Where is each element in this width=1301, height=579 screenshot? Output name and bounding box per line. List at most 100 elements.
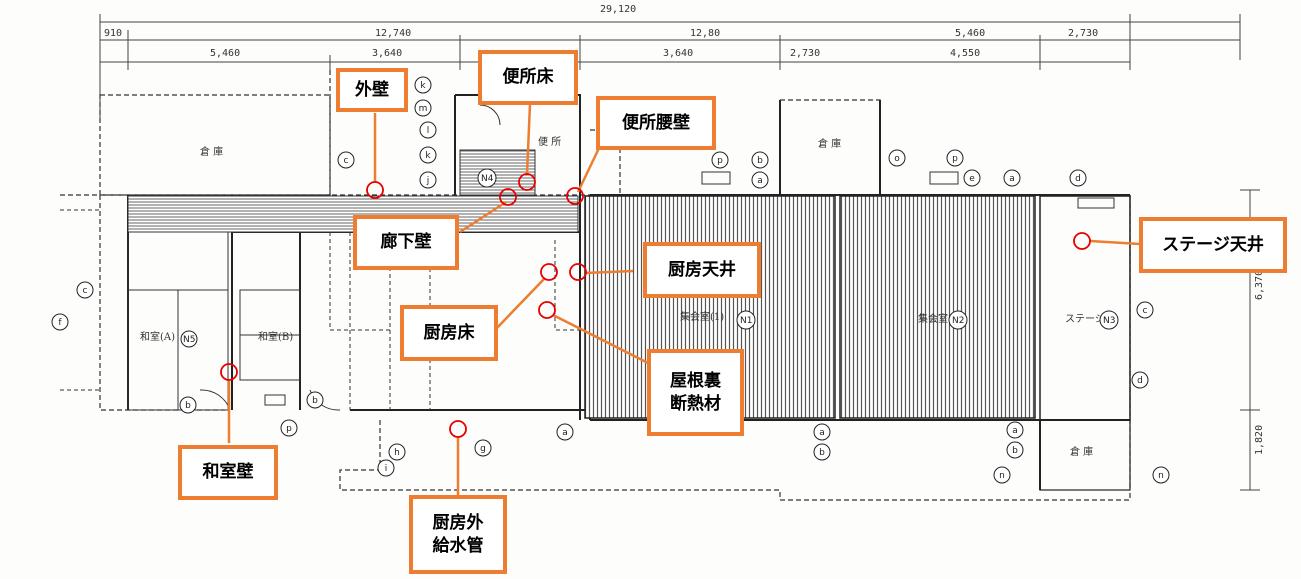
target-circles (220, 173, 1091, 438)
hall-hatch-2 (839, 195, 1036, 419)
zone-n4: N4 (481, 174, 494, 184)
dim-second-3: 3,640 (663, 48, 693, 59)
dim-right-2: 1,820 (1254, 425, 1265, 455)
leader-lines (227, 103, 1141, 496)
callout-chubo-tenjo-text: 厨房天井 (668, 259, 736, 280)
dim-right-1: 6,370 (1254, 270, 1265, 300)
room-labels: 倉 庫 便 所 倉 庫 集会室(1) 集会室(2) ステージ 和室(A) 和室(… (140, 135, 1105, 458)
svg-text:l: l (427, 126, 430, 136)
circle-yaneura (538, 301, 556, 319)
toilet-floor-hatch (459, 149, 536, 196)
svg-text:a: a (757, 176, 763, 186)
svg-text:b: b (757, 156, 763, 166)
zone-n3: N3 (1103, 316, 1115, 326)
zone-n2: N2 (952, 316, 964, 326)
callout-yaneura-line1: 屋根裏 (670, 370, 721, 391)
callout-gaiheki: 外壁 (336, 68, 408, 112)
svg-text:h: h (394, 448, 400, 458)
letter-markers (51, 76, 1170, 484)
svg-text:b: b (1012, 446, 1018, 456)
callout-chubo-tenjo: 厨房天井 (643, 242, 761, 298)
svg-text:b: b (185, 401, 191, 411)
svg-text:e: e (969, 174, 975, 184)
storage-bottom-right (1039, 419, 1131, 491)
svg-text:c: c (344, 156, 349, 166)
zone-markers (180, 168, 1119, 348)
svg-text:f: f (58, 318, 62, 328)
callout-benjo-yuka: 便所床 (478, 50, 578, 105)
callout-rouka-kabe-text: 廊下壁 (380, 232, 432, 253)
dim-top-left: 910 (104, 28, 122, 39)
dimension-lines (99, 14, 1260, 491)
svg-text:a: a (1009, 174, 1015, 184)
callout-benjo-yuka-text: 便所床 (502, 67, 554, 88)
circle-gaiheki (366, 181, 384, 199)
dim-second-4: 2,730 (790, 48, 820, 59)
room-stage-n3: ステージ (1065, 314, 1105, 325)
callout-rouka-kabe: 廊下壁 (353, 215, 459, 270)
callout-chubo-yuka: 厨房床 (400, 305, 498, 361)
svg-text:a: a (562, 428, 568, 438)
circle-chubo-tenjo (569, 263, 587, 281)
dim-second-5: 4,550 (950, 48, 980, 59)
svg-text:n: n (999, 471, 1005, 481)
callout-washitsu-kabe-text: 和室壁 (202, 462, 254, 483)
washitsu-tatami (127, 231, 301, 411)
circle-chubo-gai (449, 420, 467, 438)
callout-gaiheki-text: 外壁 (355, 79, 389, 100)
svg-text:p: p (717, 156, 723, 166)
svg-text:k: k (425, 151, 431, 161)
svg-text:k: k (420, 81, 426, 91)
svg-text:c: c (1143, 306, 1148, 316)
callout-chubo-yuka-text: 厨房床 (423, 322, 475, 343)
room-hall-n1: 集会室(1) (680, 310, 724, 323)
circle-rouka-kabe (499, 188, 517, 206)
callout-washitsu-kabe: 和室壁 (178, 445, 278, 500)
callout-yaneura: 屋根裏 断熱材 (647, 349, 744, 436)
callout-chubo-gai-line1: 厨房外 (432, 512, 484, 533)
circle-stage-tenjo (1073, 232, 1091, 250)
svg-text:p: p (952, 154, 958, 164)
room-storage-left: 倉 庫 (200, 145, 223, 158)
letter-marker-text: c k m l k j p b a o p e a d c d c f b b … (58, 81, 1163, 481)
callout-chubo-gai-line2: 給水管 (432, 535, 484, 556)
svg-text:m: m (419, 104, 428, 114)
callout-stage-tenjo: ステージ天井 (1139, 217, 1287, 273)
zone-n1: N1 (740, 316, 752, 326)
circle-chubo-yuka (540, 263, 558, 281)
room-storage-bottom-right: 倉 庫 (1070, 445, 1093, 458)
dim-total: 29,120 (600, 4, 636, 15)
dim-second-2: 3,640 (372, 48, 402, 59)
svg-text:d: d (1075, 174, 1081, 184)
callout-benjo-koshikabe: 便所腰壁 (596, 96, 716, 150)
dim-top-1: 12,740 (375, 28, 411, 39)
svg-text:c: c (83, 286, 88, 296)
svg-text:d: d (1137, 376, 1143, 386)
svg-text:g: g (480, 444, 486, 454)
circle-benjo-koshikabe (566, 187, 584, 205)
room-storage-top: 倉 庫 (818, 137, 841, 150)
callout-chubo-gai: 厨房外 給水管 (409, 495, 507, 574)
callout-stage-tenjo-text: ステージ天井 (1162, 234, 1264, 255)
svg-text:j: j (426, 176, 430, 186)
dim-top-4: 2,730 (1068, 28, 1098, 39)
callout-yaneura-line2: 断熱材 (670, 393, 721, 414)
svg-text:a: a (1012, 426, 1018, 436)
circle-benjo-yuka (518, 173, 536, 191)
dim-top-2: 12,80 (690, 28, 720, 39)
dim-second-1: 5,460 (210, 48, 240, 59)
dimension-text: 29,120 910 12,740 12,80 5,460 2,730 5,46… (104, 4, 1265, 455)
zone-n5: N5 (183, 335, 195, 345)
dim-top-3: 5,460 (955, 28, 985, 39)
svg-text:b: b (819, 448, 825, 458)
svg-text:a: a (819, 428, 825, 438)
svg-text:i: i (385, 464, 388, 474)
room-toilet: 便 所 (538, 135, 561, 148)
svg-text:o: o (894, 154, 900, 164)
circle-washitsu-kabe (220, 363, 238, 381)
room-washitsu-a: 和室(A) (140, 330, 175, 343)
room-washitsu-b: 和室(B) (258, 330, 293, 343)
svg-text:n: n (1158, 471, 1164, 481)
svg-text:b: b (312, 396, 318, 406)
callout-benjo-koshikabe-text: 便所腰壁 (622, 112, 690, 133)
